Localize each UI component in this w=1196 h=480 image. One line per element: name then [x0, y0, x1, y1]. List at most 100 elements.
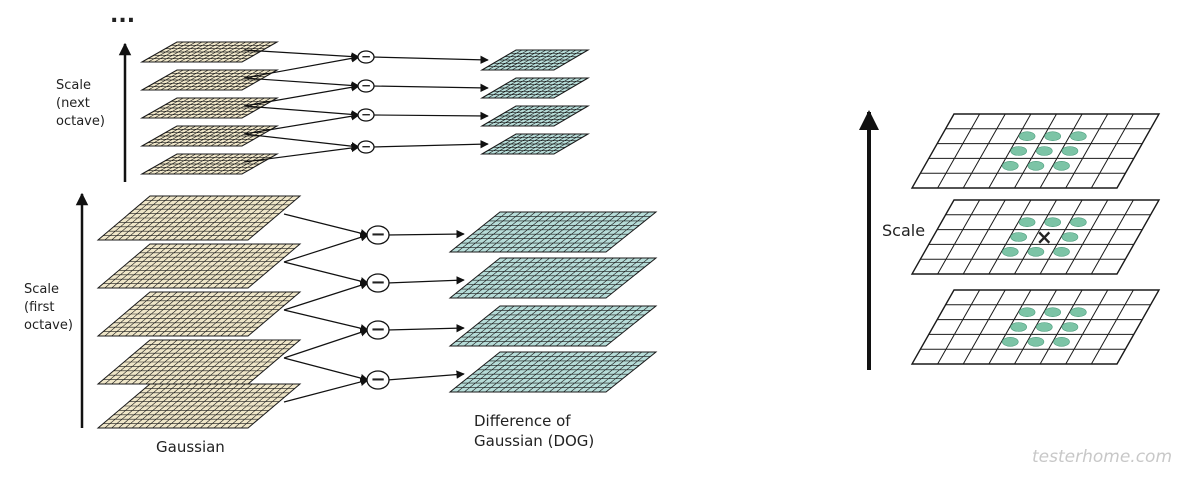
keypoint-3-7	[1001, 336, 1019, 347]
first-octave-gaussian-layer-2	[96, 243, 302, 289]
ellipsis-text: ...	[110, 3, 135, 28]
first-octave-input-arrow-a-1	[283, 213, 369, 238]
keypoint-2-6	[1001, 247, 1019, 257]
first-octave-dog-layer-2	[448, 257, 658, 299]
center-sample-marker: ×	[1036, 225, 1053, 249]
first-octave-dog-layer-1	[448, 211, 658, 253]
keypoint-2-7	[1027, 247, 1045, 257]
keypoint-1-7	[1001, 161, 1019, 171]
grid-layer	[96, 41, 658, 429]
first-octave-input-arrow-b-3	[283, 328, 369, 359]
keypoint-1-4	[1010, 146, 1027, 156]
first-octave-subtract-operator-4: −	[366, 369, 390, 390]
keypoint-1-2	[1044, 131, 1062, 141]
next-octave-gaussian-layer-5	[139, 153, 280, 175]
first-octave-label-line-1: Scale	[24, 282, 59, 297]
dog-label-line-1: Difference of	[474, 412, 571, 430]
next-octave-input-arrow-a-2	[243, 77, 360, 90]
first-octave-operator-symbol-2: −	[370, 272, 385, 293]
next-octave-input-arrow-b-2	[243, 83, 360, 107]
watermark-text: testerhome.com	[1032, 447, 1172, 467]
first-octave-gaussian-layer-1	[96, 195, 302, 241]
next-octave-input-arrow-a-3	[243, 105, 360, 119]
next-octave-label-line-1: Scale	[56, 78, 91, 93]
next-octave-dog-layer-4	[479, 133, 591, 155]
first-octave-input-arrow-a-2	[283, 261, 369, 286]
first-octave-output-arrow-1	[386, 229, 465, 239]
next-octave-gaussian-layer-3	[139, 97, 280, 119]
first-octave-label-line-3: octave)	[24, 318, 73, 333]
keypoint-3-3	[1070, 307, 1087, 318]
next-octave-gaussian-layer-4	[139, 125, 280, 147]
next-octave-gaussian-layer-1	[139, 41, 280, 63]
first-octave-gaussian-layer-3	[96, 291, 302, 337]
scale-grid-3	[910, 289, 1161, 365]
subtraction-arrows	[243, 49, 489, 403]
keypoint-1-3	[1070, 131, 1087, 141]
first-octave-label-line-2: (first	[24, 300, 54, 315]
first-octave-input-arrow-a-4	[283, 357, 369, 383]
next-octave-input-arrow-a-4	[243, 133, 360, 151]
keypoint-3-8	[1027, 336, 1045, 347]
next-octave-operator-symbol-2: −	[361, 78, 371, 92]
keypoint-1-1	[1018, 131, 1036, 141]
next-octave-operator-symbol-1: −	[361, 49, 371, 63]
keypoint-3-1	[1018, 307, 1036, 318]
keypoint-1-8	[1027, 161, 1045, 171]
next-octave-label: Scale (next octave)	[56, 78, 105, 129]
keypoint-3-2	[1044, 307, 1062, 318]
next-octave-subtract-operator-4: −	[357, 139, 375, 154]
first-octave-subtract-operator-2: −	[366, 272, 390, 293]
keypoint-grids: ×	[910, 113, 1161, 365]
dog-label: Difference of Gaussian (DOG)	[474, 412, 594, 450]
keypoint-1-6	[1061, 146, 1079, 156]
next-octave-dog-layer-1	[479, 49, 591, 71]
first-octave-output-arrow-2	[386, 276, 465, 285]
first-octave-label: Scale (first octave)	[24, 282, 73, 333]
first-octave-operator-symbol-3: −	[370, 319, 385, 340]
next-octave-operator-symbol-4: −	[361, 139, 371, 153]
keypoint-3-9	[1053, 336, 1070, 347]
first-octave-input-arrow-b-4	[283, 377, 369, 403]
first-octave-gaussian-layer-4	[96, 339, 302, 385]
first-octave-input-arrow-b-2	[283, 281, 369, 311]
next-octave-output-arrow-4	[371, 139, 489, 149]
first-octave-output-arrow-3	[386, 323, 465, 333]
next-octave-output-arrow-3	[371, 111, 489, 121]
first-octave-gaussian-layer-5	[96, 383, 302, 429]
dog-label-line-2: Gaussian (DOG)	[474, 432, 594, 450]
next-octave-dog-layer-2	[479, 77, 591, 99]
scale-grid-2: ×	[910, 199, 1161, 275]
right-diagram: Scale ×	[859, 110, 1161, 370]
keypoint-3-6	[1061, 322, 1079, 332]
next-octave-input-arrow-b-3	[243, 112, 360, 135]
subtraction-operators: − − − − − − − −	[357, 49, 390, 390]
next-octave-subtract-operator-2: −	[357, 78, 375, 93]
next-octave-dog-layer-3	[479, 105, 591, 127]
next-octave-output-arrow-1	[371, 55, 489, 65]
keypoint-1-5	[1036, 146, 1053, 156]
next-octave-gaussian-layer-2	[139, 69, 280, 91]
first-octave-subtract-operator-1: −	[366, 224, 390, 245]
keypoint-2-1	[1018, 217, 1036, 227]
next-octave-input-arrow-a-1	[243, 49, 360, 61]
scale-label: Scale	[882, 221, 925, 240]
scale-grid-1	[910, 113, 1161, 189]
keypoint-2-2	[1044, 217, 1062, 227]
keypoint-2-5	[1061, 232, 1079, 242]
first-octave-dog-layer-3	[448, 305, 658, 347]
next-octave-input-arrow-b-1	[243, 54, 360, 79]
first-octave-dog-layer-4	[448, 351, 658, 393]
gaussian-label: Gaussian	[156, 438, 225, 456]
next-octave-input-arrow-b-4	[243, 143, 360, 163]
first-octave-input-arrow-a-3	[283, 309, 369, 333]
first-octave-operator-symbol-4: −	[370, 369, 385, 390]
next-octave-subtract-operator-3: −	[357, 107, 375, 122]
next-octave-output-arrow-2	[371, 83, 489, 93]
keypoint-3-5	[1036, 322, 1053, 332]
keypoint-1-9	[1053, 161, 1070, 171]
keypoint-3-4	[1010, 322, 1027, 332]
next-octave-operator-symbol-3: −	[361, 107, 371, 121]
next-octave-label-line-2: (next	[56, 96, 90, 111]
